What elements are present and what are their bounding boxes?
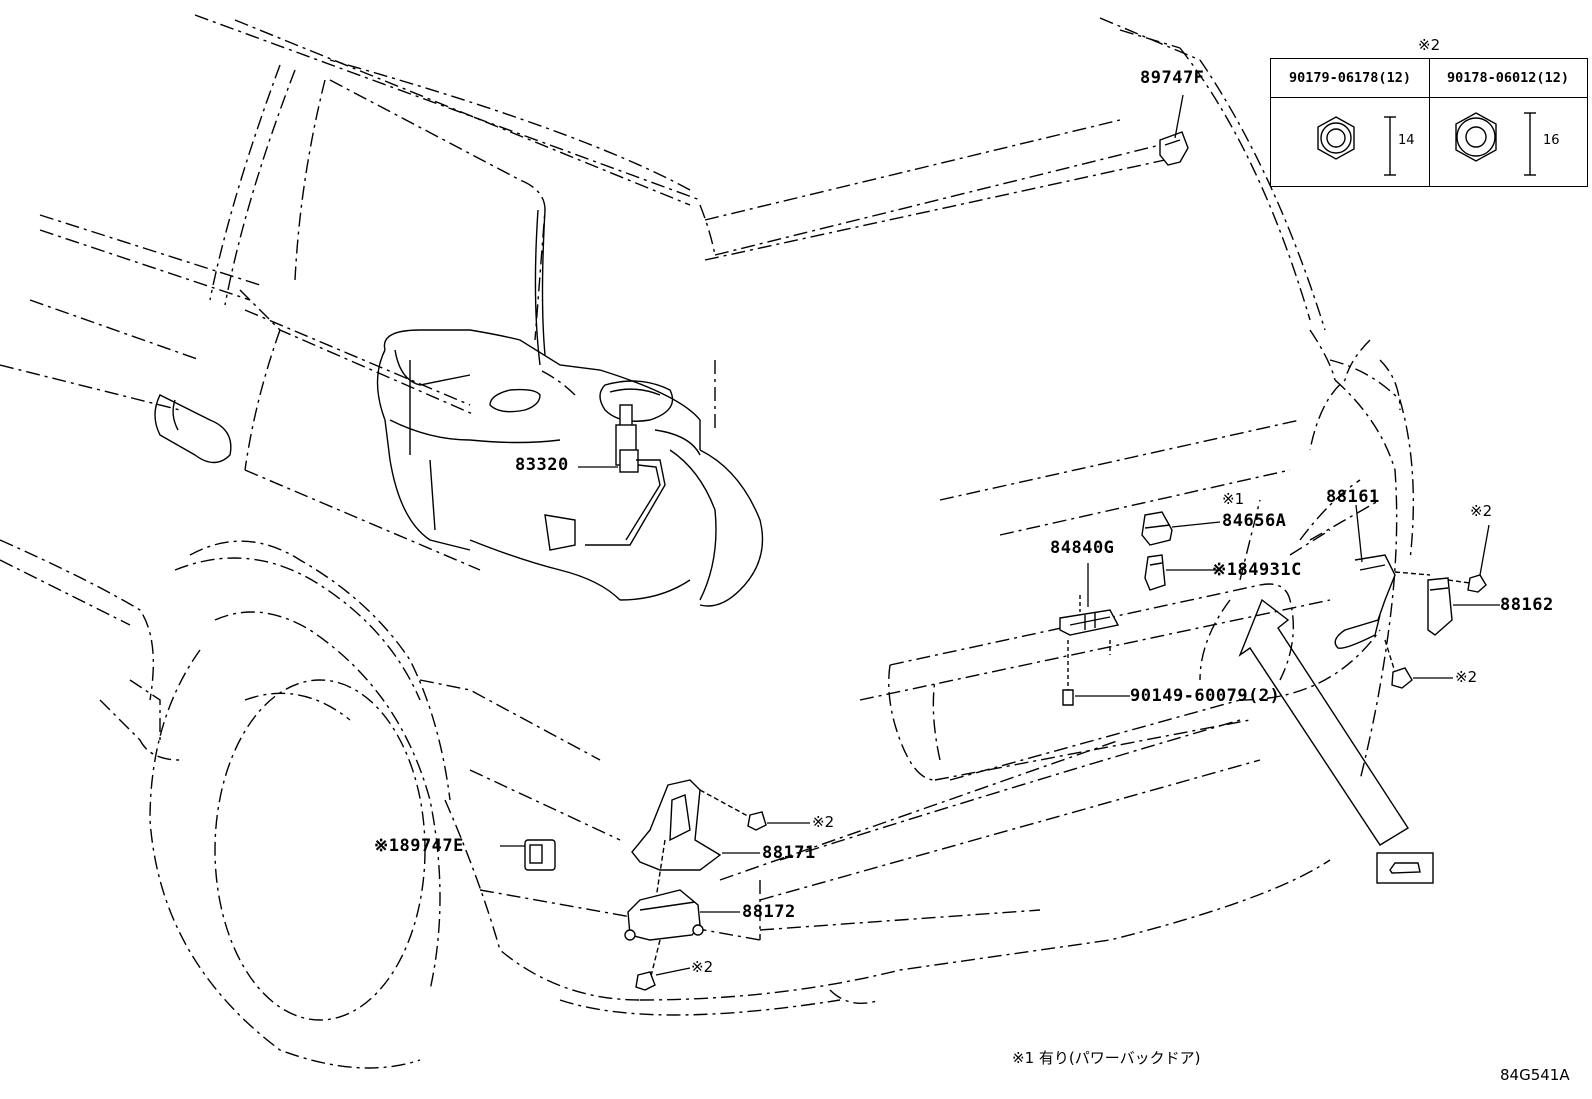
table-marker: ※2 [1418,36,1441,54]
switch-parts-group [1059,511,1173,706]
height-sensor-parts [1334,554,1487,689]
fastener-part-number[interactable]: 90178-06012(12) [1429,59,1587,98]
footnote: ※1 有り(パワーバックドア) [1012,1049,1201,1067]
callout-88162[interactable]: 88162 [1500,595,1554,615]
view-direction-arrow [1238,598,1409,846]
leader-lines [500,94,1500,976]
fuel-tank-illustration [376,209,764,607]
diagram-id: 84G541A [1500,1066,1570,1084]
callout-83320[interactable]: 83320 [515,455,569,475]
callout-84840g[interactable]: 84840G [1050,538,1115,558]
fastener-column-2: 90178-06012(12) 16 [1429,59,1587,186]
fastener-column-1: 90179-06178(12) 14 [1271,59,1430,186]
callout-89747f[interactable]: 89747F [1140,68,1205,88]
callout-84931c[interactable]: ※184931C [1212,560,1302,580]
hex-flange-nut-16-icon [1455,112,1536,176]
callout-89747e[interactable]: ※189747E [374,836,464,856]
fastener-part-number[interactable]: 90179-06178(12) [1271,59,1429,98]
fastener-size: 16 [1543,133,1560,148]
callout-88161[interactable]: 88161 [1326,487,1380,507]
vehicle-outline [0,14,1415,1069]
fastener-table: 90179-06178(12) 14 90178-06012(12) 16 [1270,58,1588,187]
callout-88171[interactable]: 88171 [762,843,816,863]
view-icon-box [1376,852,1434,884]
sensor-89747e-part [524,839,556,871]
hex-nut-14-icon [1317,116,1396,176]
callout-84656a[interactable]: 84656A [1222,511,1287,531]
callout-84656a-mark: ※1 [1222,490,1245,508]
callout-88172-nut-mark: ※2 [691,958,714,976]
fuel-sender-gauge-part [544,404,666,551]
callout-90149-60079[interactable]: 90149-60079(2) [1130,686,1281,706]
height-control-parts [624,779,767,991]
callout-88161-nut-mark: ※2 [1455,668,1478,686]
callout-88162-nut-mark: ※2 [1470,502,1493,520]
callout-88172[interactable]: 88172 [742,902,796,922]
fastener-size: 14 [1398,133,1415,148]
sensor-89747f-part [1159,131,1189,166]
callout-88171-nut-mark: ※2 [812,813,835,831]
